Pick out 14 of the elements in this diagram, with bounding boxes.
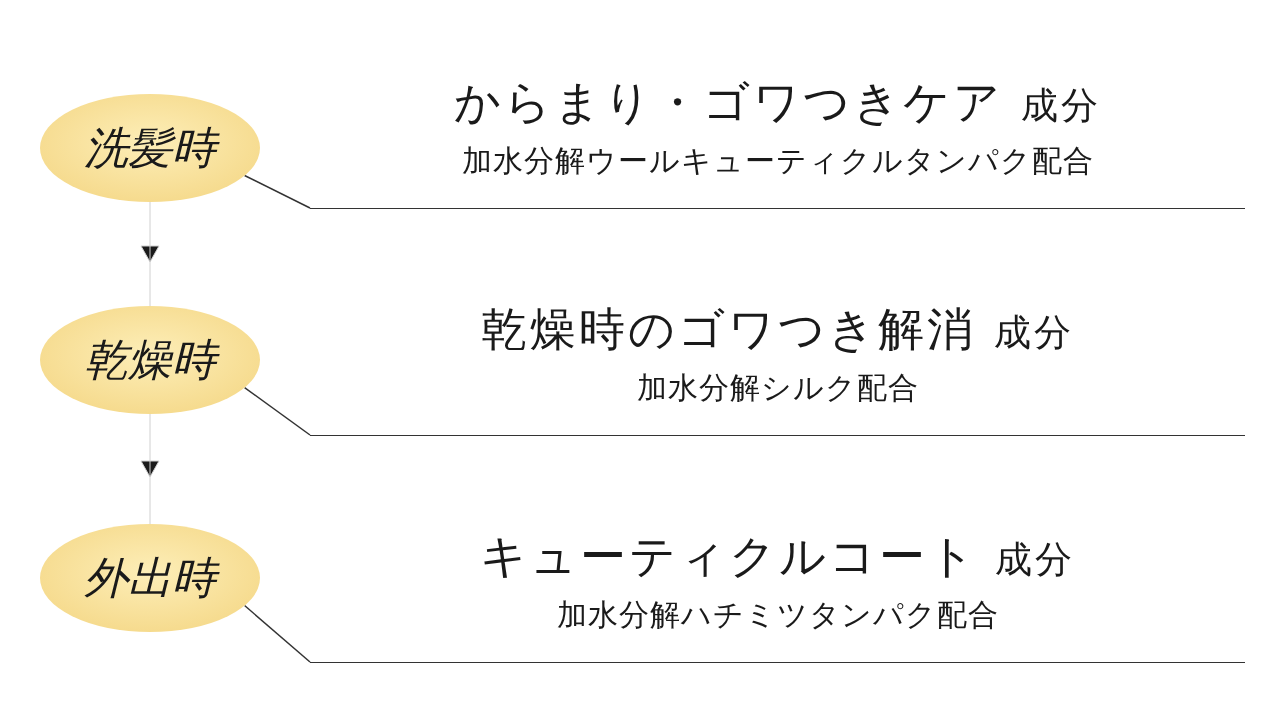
connector-line <box>243 174 311 209</box>
down-arrow <box>140 413 160 525</box>
connector-line <box>243 604 311 663</box>
ingredient-text: 加水分解ウールキューティクルタンパク配合 <box>461 142 1094 180</box>
heading: 乾燥時のゴワつき解消 成分 <box>481 301 1074 358</box>
stage-ellipse <box>40 94 260 202</box>
connector-line <box>243 386 311 436</box>
heading: キューティクルコート 成分 <box>479 528 1076 585</box>
ingredient-text: 加水分解シルク配合 <box>636 369 919 407</box>
ingredient-text: 加水分解ハチミツタンパク配合 <box>556 596 999 634</box>
heading: からまり・ゴワつきケア 成分 <box>454 74 1101 131</box>
down-arrow <box>140 201 160 307</box>
stage-ellipse <box>40 306 260 414</box>
stage-ellipse <box>40 524 260 632</box>
